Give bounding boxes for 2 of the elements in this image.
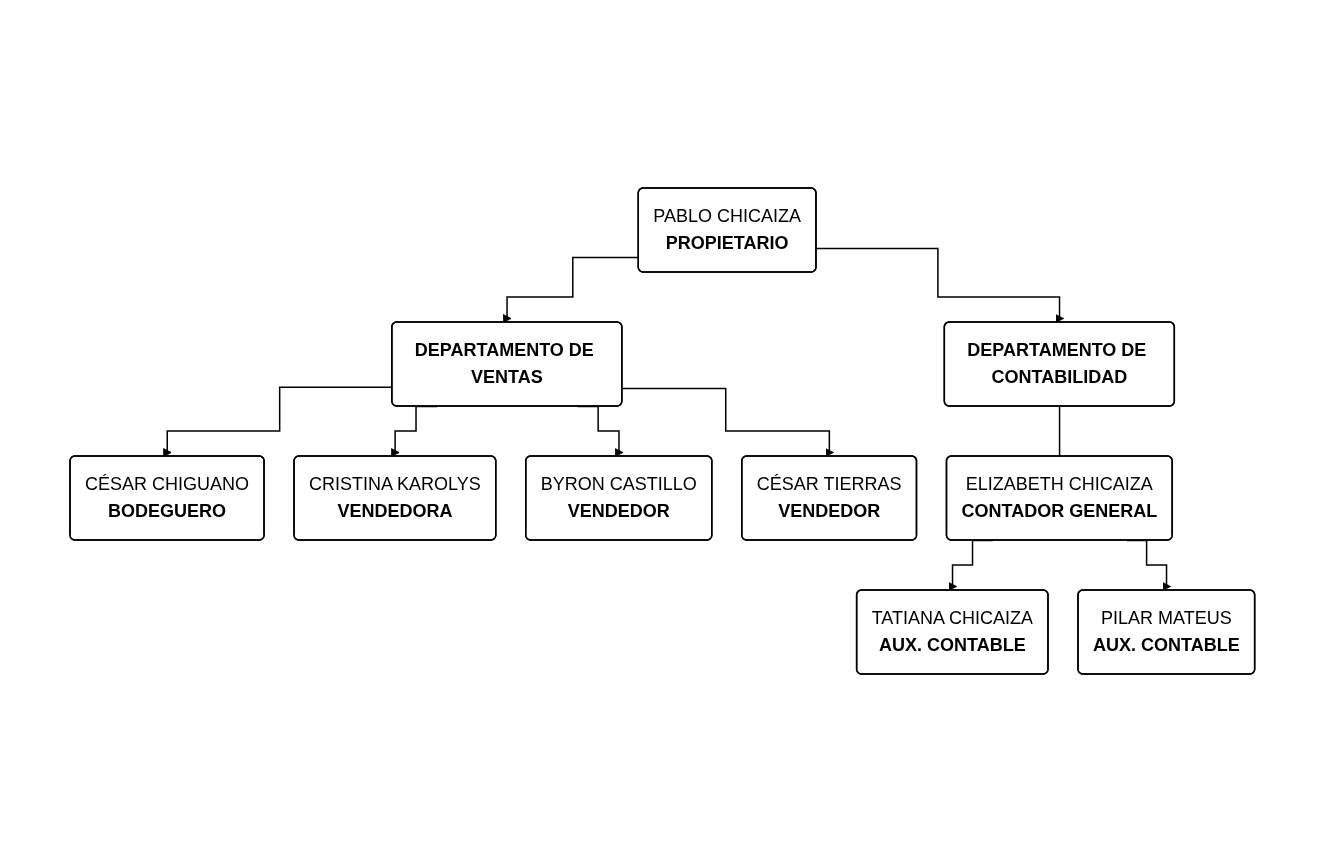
arrow	[621, 387, 835, 457]
connector	[1059, 405, 1061, 457]
